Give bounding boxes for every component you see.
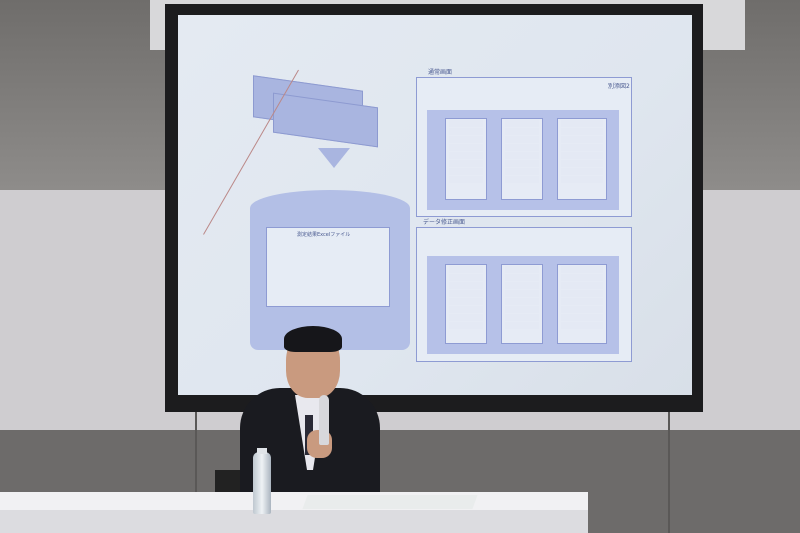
excel-file-box: 測定結果Excelファイル <box>266 227 390 307</box>
normal-screen-mockup <box>416 77 632 217</box>
data-table <box>445 118 487 200</box>
data-edit-screen-mockup <box>416 227 632 362</box>
excel-file-label: 測定結果Excelファイル <box>297 232 351 238</box>
data-table <box>557 118 607 200</box>
water-bottle <box>253 452 271 514</box>
normal-screen-label: 通常画面 <box>428 69 453 76</box>
data-table <box>445 264 487 344</box>
papers <box>302 495 478 509</box>
microphone <box>319 395 329 445</box>
projected-slide: 測定結果Excelファイル 通常画面 別添図2 データ修正画面 <box>178 15 692 395</box>
data-edit-screen-label: データ修正画面 <box>423 219 466 226</box>
data-table <box>501 264 543 344</box>
tablecloth <box>0 510 588 533</box>
bottle-cap <box>257 448 267 454</box>
presenter-hair <box>284 326 342 352</box>
down-arrow-icon <box>318 148 350 168</box>
data-table <box>557 264 607 344</box>
data-table <box>501 118 543 200</box>
figure-label: 別添図2 <box>608 83 630 90</box>
